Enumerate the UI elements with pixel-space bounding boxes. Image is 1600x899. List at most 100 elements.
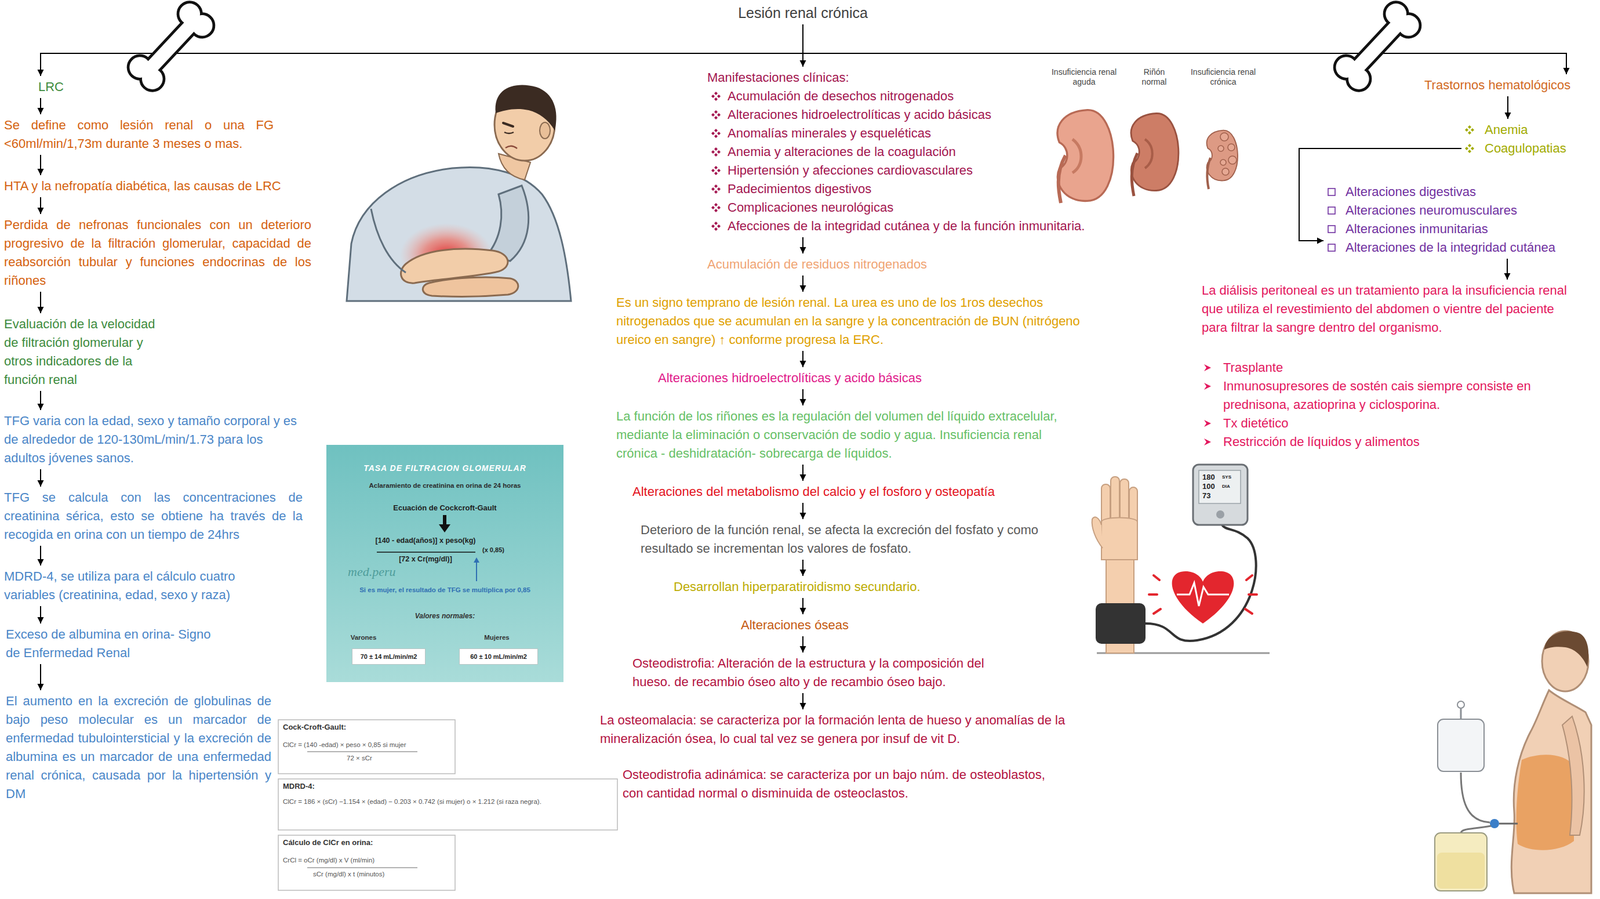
kidney-illustration — [1144, 139, 1153, 169]
bullet-symbol — [1204, 382, 1212, 390]
gfr-infographic — [475, 561, 478, 581]
patient-illustration — [346, 166, 572, 301]
image-label: Varones — [328, 633, 399, 642]
node-text: El aumento en la excreción de globulinas… — [5, 691, 272, 803]
image-label: Mujeres — [462, 633, 532, 642]
connector-arrow — [1504, 258, 1511, 280]
node-text: Se define como lesión renal o una FG <60… — [4, 115, 274, 154]
image-label: 70 ± 14 mL/min/m2 — [351, 648, 426, 665]
node-text: Osteodistrofia adinámica: se caracteriza… — [622, 765, 1055, 803]
bullet-symbol — [711, 168, 715, 173]
node-text: TFG se calcula con las concentraciones d… — [4, 488, 303, 544]
node-text: La osteomalacia: se caracteriza por la f… — [600, 710, 1090, 748]
image-label: TASA DE FILTRACION GLOMERULAR — [326, 462, 564, 474]
arrow-head — [37, 107, 45, 115]
dialysis-illustration — [1516, 754, 1574, 850]
bullet-symbol — [1326, 242, 1337, 253]
patient-illustration — [504, 132, 514, 134]
image-label: Insuficiencia renal aguda — [1040, 67, 1128, 87]
blood-pressure-illustration — [1148, 575, 1257, 614]
bullet-symbol — [711, 202, 721, 213]
connector-arrow — [800, 559, 807, 576]
bullet-symbol — [717, 94, 721, 98]
bullet-list: TrasplanteInmunosupresores de sostén cai… — [1201, 358, 1588, 452]
node-text: Evaluación de la velocidad de filtración… — [4, 314, 173, 389]
list-item: Alteraciones digestivas — [1325, 182, 1590, 202]
arrow-head — [1504, 112, 1512, 119]
gfr-infographic — [376, 551, 476, 553]
arrow-head — [37, 558, 45, 566]
concept-text: Se define como lesión renal o una FG <60… — [4, 115, 274, 154]
connector-arrow — [800, 350, 807, 367]
watermark: med.peru — [347, 564, 396, 580]
list-item: Acumulación de desechos nitrogenados — [707, 86, 1154, 106]
bullet-symbol — [711, 224, 715, 228]
bullet-symbol — [711, 221, 721, 231]
list-item: Inmunosupresores de sostén cais siempre … — [1201, 376, 1588, 414]
image-label: Insuficiencia renal crónica — [1179, 67, 1267, 87]
node-text: La diálisis peritoneal es un tratamiento… — [1201, 281, 1582, 337]
concept-text: TFG se calcula con las concentraciones d… — [4, 488, 303, 544]
bullet-list: Alteraciones digestivasAlteraciones neur… — [1325, 182, 1590, 257]
bullet-symbol — [714, 115, 718, 120]
node-text: LRC — [38, 77, 64, 97]
kidney-illustration — [1222, 168, 1229, 176]
bullet-symbol — [714, 202, 718, 207]
connector-arrow — [800, 692, 807, 709]
concept-text: Exceso de albumina en orina- Signo de En… — [5, 624, 212, 663]
arrow-head — [37, 616, 45, 624]
patient-illustration — [539, 122, 551, 139]
bullet-symbol — [714, 184, 718, 188]
blood-pressure-illustration — [1198, 470, 1241, 504]
list-item: Hipertensión y afecciones cardiovascular… — [707, 161, 1154, 180]
bullet-symbol — [1328, 206, 1336, 214]
bullet-symbol — [1328, 244, 1336, 252]
node-text: Alteraciones óseas — [740, 615, 849, 635]
monitor-reading: 180 — [1202, 472, 1216, 482]
gfr-infographic — [438, 524, 451, 533]
bullet-symbol — [1328, 225, 1336, 233]
bullet-symbol — [714, 97, 718, 101]
bullet-symbol — [714, 221, 718, 225]
concept-text: Acumulación de residuos nitrogenados — [707, 255, 927, 274]
bullet-symbol — [714, 134, 718, 138]
bullet-symbol — [1470, 128, 1475, 132]
formula-boxes — [278, 778, 618, 830]
kidney-illustration — [1227, 143, 1235, 151]
image-label: Aclaramiento de creatinina en orina de 2… — [326, 481, 564, 490]
list-item: Afecciones de la integridad cutánea y de… — [707, 216, 1154, 236]
concept-text: Osteodistrofia adinámica: se caracteriza… — [622, 765, 1055, 803]
bullet-symbol — [1204, 419, 1212, 427]
arrow-head — [800, 702, 807, 709]
blood-pressure-illustration — [1193, 464, 1248, 525]
arrow-head — [37, 683, 45, 690]
node-text: Trastornos hematológicos — [1424, 75, 1571, 95]
node-text: Perdida de nefronas funcionales con un d… — [4, 215, 312, 290]
concept-text: Trastornos hematológicos — [1424, 75, 1571, 95]
node-text: Alteraciones hidroelectrolíticas y acido… — [657, 368, 922, 388]
list-item: Anomalías minerales y esqueléticas — [707, 124, 1154, 143]
dialysis-illustration — [1434, 630, 1592, 893]
arrow-head — [800, 474, 807, 481]
image-label: [72 x Cr(mg/dl)] — [338, 554, 513, 564]
connector-arrow — [800, 388, 807, 406]
node-text: MDRD-4, se utiliza para el cálculo cuatr… — [4, 566, 274, 605]
bullet-symbol — [714, 190, 718, 194]
arrow-head — [800, 607, 807, 614]
patient-illustration — [346, 84, 572, 301]
monitor-reading: SYS — [1222, 474, 1232, 480]
arrow-head — [1504, 273, 1511, 280]
connector-arrow — [802, 24, 1570, 75]
bullet-symbol — [714, 171, 718, 176]
bullet-symbol — [1204, 438, 1212, 446]
patient-illustration — [503, 122, 514, 127]
image-label: CrCl = oCr (mg/dl) x V (ml/min) — [282, 855, 375, 864]
dialysis-illustration — [1489, 818, 1500, 828]
image-label: ClCr = (140 -edad) × peso × 0,85 si muje… — [282, 740, 407, 749]
arrow-head — [800, 60, 807, 67]
node-text: Exceso de albumina en orina- Signo de En… — [5, 624, 212, 663]
patient-illustration — [371, 208, 406, 273]
kidney-illustration — [1220, 132, 1229, 141]
arrow-head — [800, 512, 807, 519]
bone-icon — [125, 0, 217, 94]
